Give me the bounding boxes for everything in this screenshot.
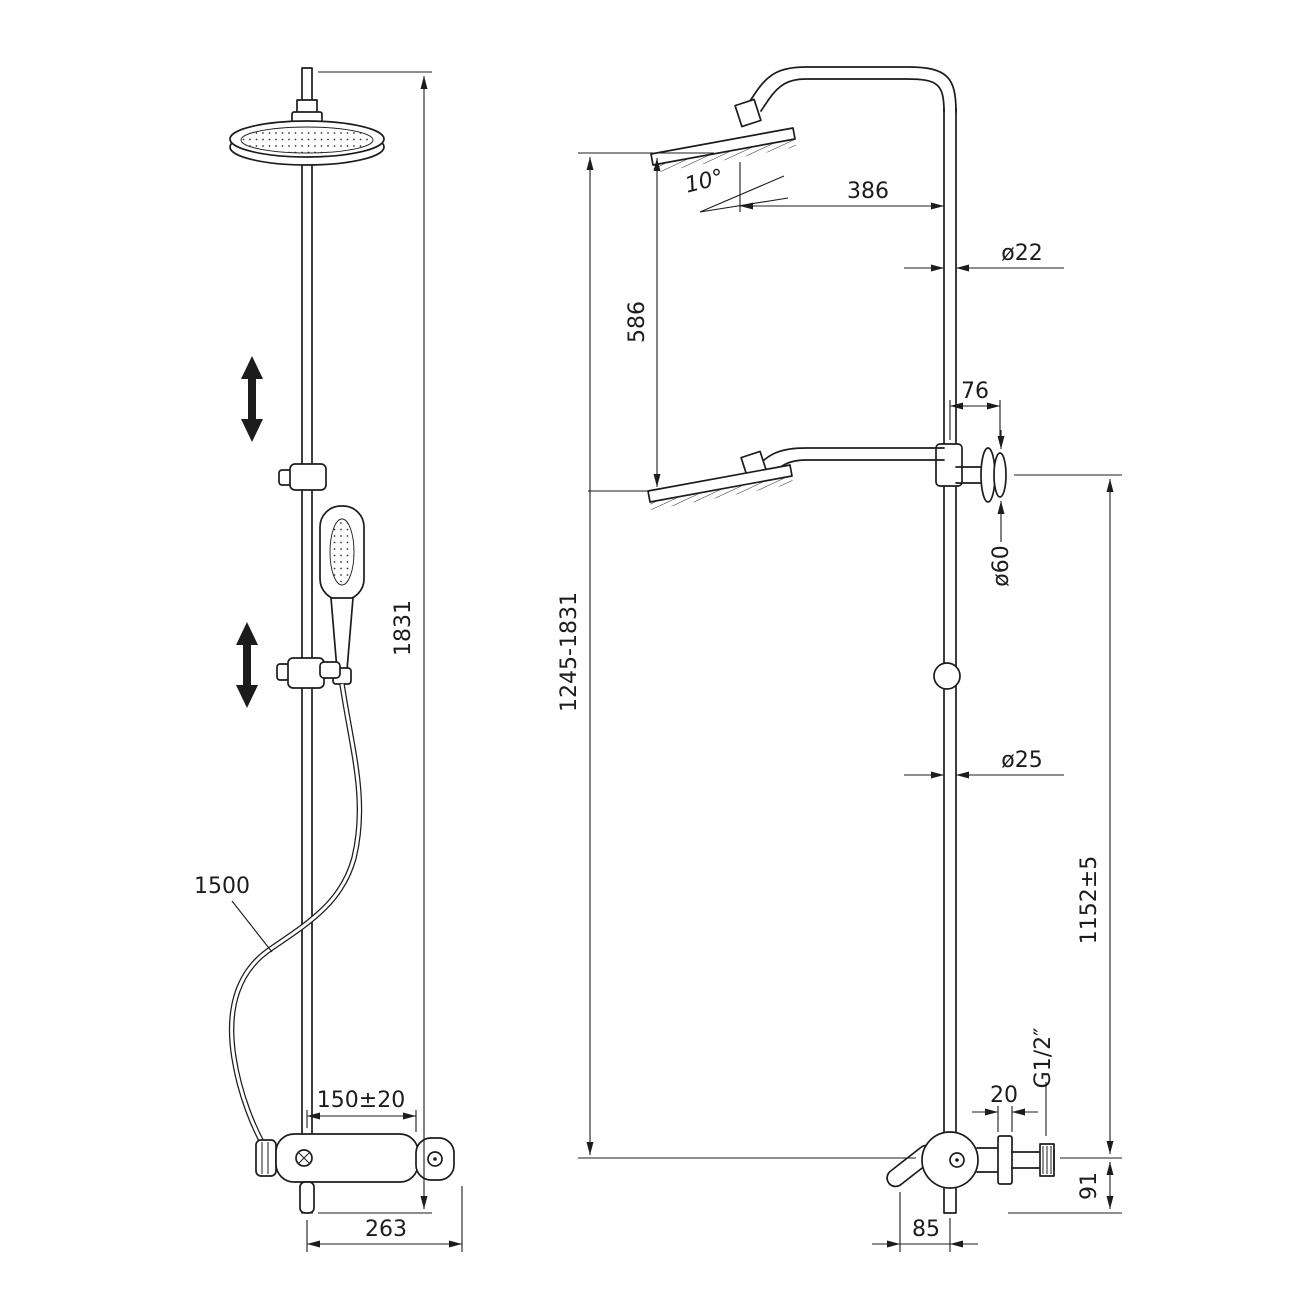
front-dim-valve-offset: 150±20 <box>306 1088 417 1132</box>
side-mixer-valve <box>886 1131 1055 1189</box>
side-dim-arm-reach: 386 <box>739 162 944 212</box>
side-slider-knob <box>933 662 961 690</box>
dim-label-inlet-height: 1152±5 <box>1077 856 1102 944</box>
front-dim-hose-length: 1500 <box>194 874 273 953</box>
front-slider-bracket-upper <box>278 463 327 491</box>
side-dim-thread-size: G1/2″ <box>1031 1028 1056 1136</box>
side-dim-upper-pipe-dia: ø22 <box>904 241 1064 272</box>
dim-label-front-height: 1831 <box>391 600 416 656</box>
side-dim-head-to-head: 586 <box>578 152 714 492</box>
front-hand-shower <box>319 505 365 685</box>
side-upper-shower-head <box>650 98 796 173</box>
front-dim-overall-height: 1831 <box>318 71 432 1214</box>
dim-label-height-range: 1245-1831 <box>557 592 582 712</box>
front-shower-hose <box>228 683 363 1148</box>
dim-label-head-to-head: 586 <box>625 301 650 343</box>
side-lower-shower-head <box>647 450 793 510</box>
dim-label-valve-offset-side: 85 <box>912 1217 940 1242</box>
front-pole <box>301 67 313 1214</box>
side-pole <box>943 107 957 1214</box>
side-view: 10° <box>557 66 1122 1252</box>
dim-label-flange-depth: 20 <box>990 1083 1018 1108</box>
side-dim-bracket-offset: 76 <box>949 379 1001 444</box>
side-dim-lower-pipe-dia: ø25 <box>904 748 1064 779</box>
front-mixer-valve <box>255 1133 455 1214</box>
side-dim-flange-dia: ø60 <box>989 430 1014 587</box>
dim-label-upper-pipe-dia: ø22 <box>1001 241 1042 266</box>
side-dim-valve-offset: 85 <box>872 1192 978 1252</box>
front-height-adjust-arrow-lower <box>236 622 258 708</box>
side-dim-valve-drop: 91 <box>1008 1162 1122 1214</box>
dim-label-thread-size: G1/2″ <box>1031 1028 1056 1089</box>
dim-label-valve-reach: 263 <box>365 1217 407 1242</box>
front-view: 1831 1500 150±20 263 <box>194 67 463 1252</box>
front-dim-valve-reach: 263 <box>306 1186 463 1252</box>
side-dim-inlet-height: 1152±5 <box>1014 474 1122 1159</box>
side-dim-flange-depth: 20 <box>972 1083 1038 1132</box>
front-rain-shower-head <box>229 99 385 166</box>
dim-label-arm-reach: 386 <box>847 179 889 204</box>
dim-label-bracket-offset: 76 <box>961 379 989 404</box>
side-upper-arm <box>747 66 957 113</box>
side-dim-height-range: 1245-1831 <box>557 157 916 1159</box>
dim-label-valve-offset: 150±20 <box>317 1088 405 1113</box>
dim-label-flange-dia: ø60 <box>989 545 1014 586</box>
front-slider-holder-lower <box>276 657 341 689</box>
front-height-adjust-arrow-upper <box>241 356 263 442</box>
dim-label-hose-length: 1500 <box>194 874 250 899</box>
side-angle-callout: 10° <box>682 165 789 213</box>
dim-label-head-tilt: 10° <box>682 165 726 199</box>
side-wall-flange <box>955 447 1007 503</box>
dim-label-lower-pipe-dia: ø25 <box>1001 748 1042 773</box>
dim-label-valve-drop: 91 <box>1077 1172 1102 1200</box>
